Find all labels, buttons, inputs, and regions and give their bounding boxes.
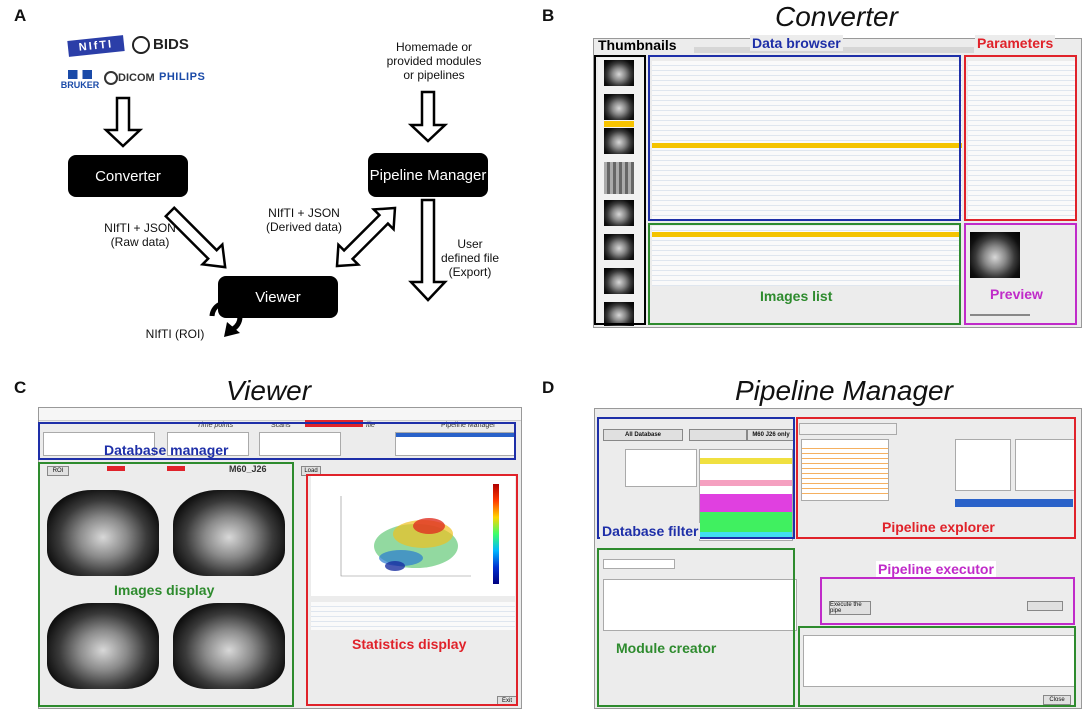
parameters-table (968, 61, 1076, 221)
derived-data-label: NIfTI + JSON (Derived data) (265, 206, 343, 234)
converter-title: Converter (775, 1, 898, 32)
parameters-frame (964, 55, 1077, 221)
module-creator-label: Module creator (614, 640, 719, 656)
pipeline-executor-label: Pipeline executor (876, 561, 996, 577)
data-browser-table (652, 61, 962, 221)
converter-box: Converter (68, 155, 188, 197)
save-pipeline-button[interactable] (1027, 601, 1063, 611)
bruker-logo: BRUKER (60, 70, 100, 90)
statistics-display-label: Statistics display (352, 636, 467, 652)
database-manager-label: Database manager (104, 442, 229, 458)
homemade-modules-text: Homemade or provided modules or pipeline… (386, 40, 482, 82)
pipeline-log-frame (798, 626, 1076, 707)
panel-letter-a: A (14, 6, 27, 25)
all-database-button[interactable]: All Database (603, 429, 683, 441)
database-filter-frame (597, 417, 795, 539)
scan-name: M60_J26 (229, 464, 267, 474)
arrow-down-converter (102, 96, 144, 148)
images-list-table (652, 226, 960, 286)
viewer-title: Viewer (226, 375, 312, 406)
data-browser-frame (648, 55, 961, 221)
arrow-viewer-pipeline (335, 206, 397, 268)
module-creator-frame (597, 548, 795, 707)
images-display-frame (38, 462, 294, 707)
scatter-plot-area (311, 476, 515, 596)
panel-a-arrows (102, 90, 449, 337)
database-filter-label: Database filter (600, 523, 701, 539)
database-manager-frame (38, 422, 516, 460)
close-button[interactable]: Close (1043, 695, 1071, 705)
images-list-label: Images list (760, 288, 833, 304)
scans-label: Scans (271, 422, 291, 429)
user-defined-label: User defined file (Export) (440, 237, 500, 279)
preview-frame (964, 223, 1077, 325)
roi-button[interactable]: ROI (47, 466, 69, 476)
roi-label: NIfTI (ROI) (145, 327, 205, 341)
file-label: file (366, 422, 375, 429)
philips-logo: PHILIPS (159, 71, 206, 83)
thumbnails-label: Thumbnails (598, 37, 677, 53)
time-points-label: Time points (197, 422, 234, 429)
raw-data-label: NIfTI + JSON (Raw data) (104, 221, 176, 249)
pipeline-manager-title: Pipeline Manager (735, 375, 953, 406)
thumbnails-frame (594, 55, 646, 325)
bruker-logo-text: BRUKER (60, 80, 100, 90)
pipeline-manager-box: Pipeline Manager (368, 153, 488, 197)
viewer-screenshot: Time points Scans file Pipeline Manager … (38, 407, 522, 709)
panel-letter-c: C (14, 378, 27, 397)
filter-color-list (699, 449, 793, 541)
bids-logo: BIDS (132, 36, 189, 55)
viewer-box: Viewer (218, 276, 338, 318)
dicom-logo-text: DICOM (118, 71, 155, 84)
scatter-cloud (340, 496, 471, 577)
statistics-table (311, 602, 515, 630)
pipeline-executor-frame (820, 577, 1075, 625)
bids-logo-text: BIDS (153, 36, 189, 53)
arrow-down-pipeline (407, 90, 449, 143)
panel-letter-b: B (542, 6, 555, 25)
arrow-down-export (408, 198, 448, 302)
data-browser-label: Data browser (750, 35, 843, 51)
pipeline-manager-mini-label: Pipeline Manager (441, 422, 496, 429)
pipeline-explorer-frame (796, 417, 1076, 539)
images-display-label: Images display (112, 582, 217, 598)
pipeline-manager-screenshot: All Database M60 J26 only Execute the pi… (594, 408, 1082, 709)
dicom-logo: DICOM (104, 71, 155, 85)
converter-screenshot (593, 38, 1082, 328)
parameters-label: Parameters (975, 35, 1056, 51)
preview-label: Preview (990, 286, 1043, 302)
preview-pane (966, 226, 1076, 326)
arrow-converter-viewer (163, 205, 227, 269)
execute-pipe-button[interactable]: Execute the pipe (829, 601, 871, 615)
filter-button[interactable] (689, 429, 747, 441)
statistics-display-frame (306, 474, 518, 706)
pipeline-explorer-label: Pipeline explorer (880, 519, 997, 535)
panel-letter-d: D (542, 378, 555, 397)
images-list-frame (648, 223, 961, 325)
thumbnail-strip (598, 58, 646, 326)
